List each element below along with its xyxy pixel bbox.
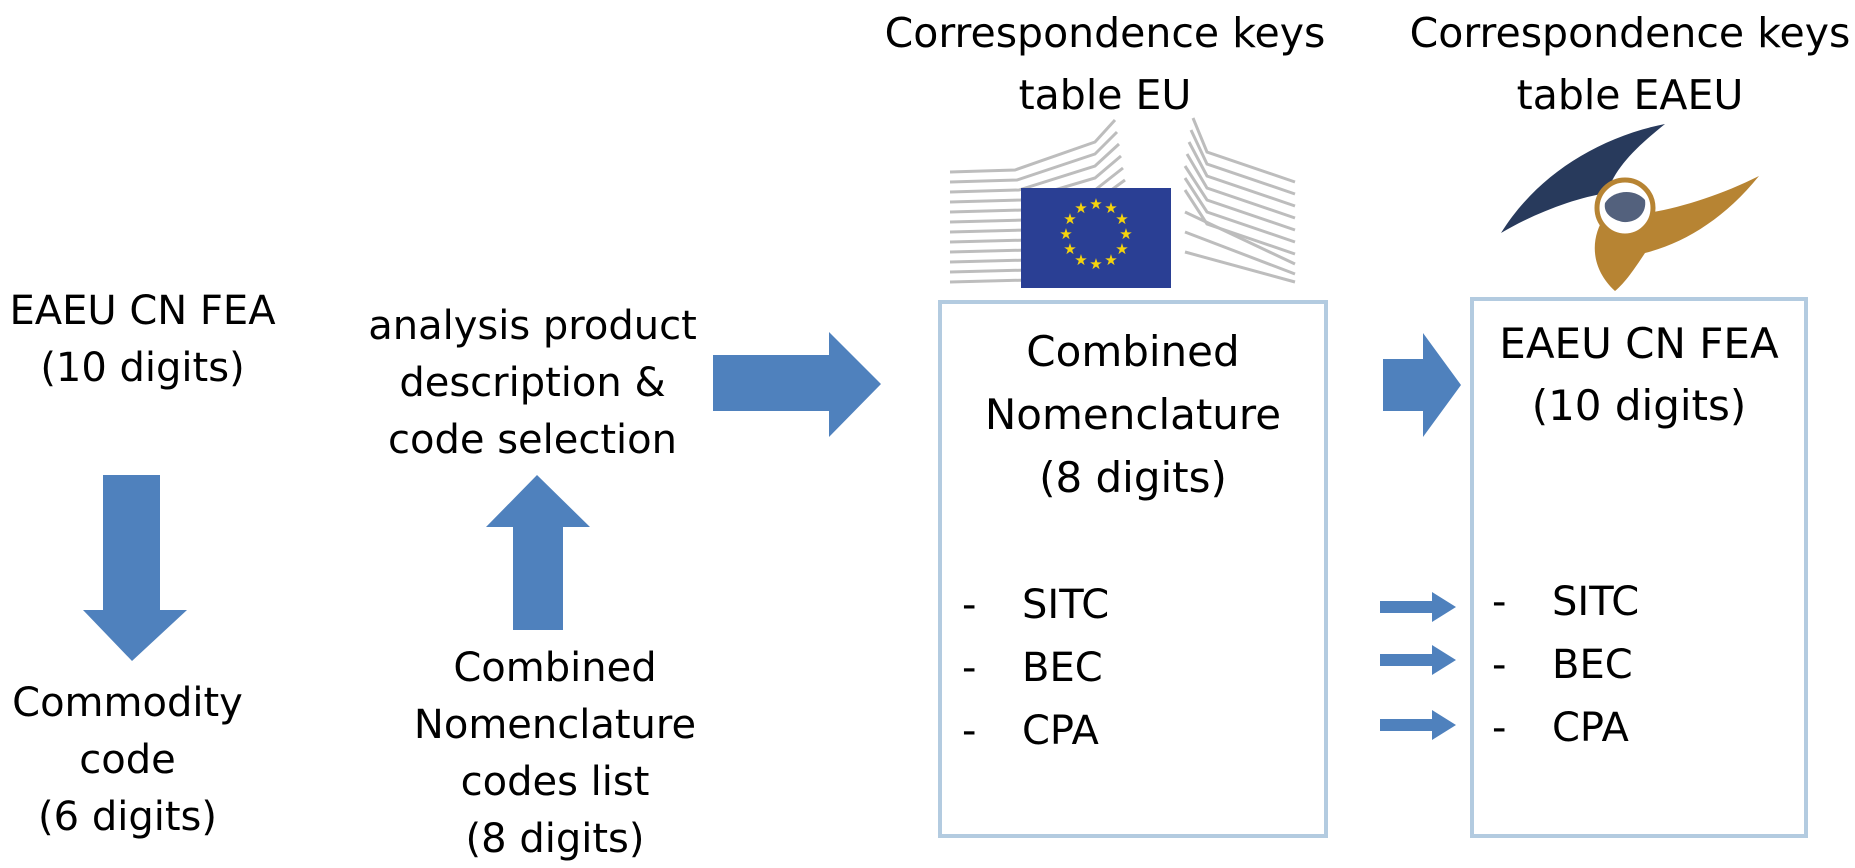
commodity-code-label: Commodity code (6 digits) <box>12 680 243 840</box>
eu-box-title: Combined Nomenclature (8 digits) <box>984 327 1282 502</box>
svg-text:★: ★ <box>1104 251 1117 269</box>
right-arrow-to-eaeu-table <box>1383 331 1463 441</box>
eaeu-logo-icon <box>1501 124 1759 291</box>
svg-text:★: ★ <box>1115 240 1128 258</box>
eaeu-list-item-cpa: -CPA <box>1492 705 1629 751</box>
svg-text:★: ★ <box>1074 251 1087 269</box>
right-arrow-to-cn-list <box>259 676 399 786</box>
analysis-selection-label: analysis product description & code sele… <box>368 303 697 463</box>
svg-text:★: ★ <box>1089 195 1102 213</box>
right-arrow-to-eu-table <box>713 330 883 440</box>
svg-text:★: ★ <box>1115 210 1128 228</box>
right-arrow-cpa <box>1380 708 1458 742</box>
eu-list-item-cpa: -CPA <box>962 708 1099 754</box>
eaeu-box-title: EAEU CN FEA (10 digits) <box>1499 319 1779 430</box>
eu-list-item-sitc: -SITC <box>962 582 1110 628</box>
svg-text:★: ★ <box>1063 240 1076 258</box>
eaeu-table-header: Correspondence keys table EAEU <box>1409 9 1851 119</box>
eu-commission-building-icon: ★ ★ ★ ★ ★ ★ ★ ★ ★ ★ ★ ★ <box>949 117 1296 288</box>
eaeu-list-item-sitc: -SITC <box>1492 579 1640 625</box>
source-eaeu-cn-fea-label: EAEU CN FEA (10 digits) <box>9 288 276 391</box>
svg-text:★: ★ <box>1089 255 1102 273</box>
eu-classification-list: -SITC -BEC -CPA <box>962 574 1109 763</box>
svg-text:★: ★ <box>1059 225 1072 243</box>
right-arrow-sitc <box>1380 590 1458 624</box>
svg-text:★: ★ <box>1104 199 1117 217</box>
eu-flag-icon <box>1021 188 1171 288</box>
svg-text:★: ★ <box>1119 225 1132 243</box>
eaeu-classification-list: -SITC -BEC -CPA <box>1492 571 1639 760</box>
eu-correspondence-box: Combined Nomenclature (8 digits) -SITC -… <box>938 300 1328 838</box>
eu-list-item-bec: -BEC <box>962 645 1103 691</box>
down-arrow <box>80 475 190 663</box>
cn-codes-list-label: Combined Nomenclature codes list (8 digi… <box>413 645 697 862</box>
svg-text:★: ★ <box>1074 199 1087 217</box>
up-arrow <box>483 473 593 633</box>
svg-text:★: ★ <box>1063 210 1076 228</box>
eaeu-correspondence-box: EAEU CN FEA (10 digits) -SITC -BEC -CPA <box>1470 297 1808 838</box>
eaeu-list-item-bec: -BEC <box>1492 642 1633 688</box>
right-arrow-bec <box>1380 643 1458 677</box>
eu-table-header: Correspondence keys table EU <box>884 9 1326 119</box>
